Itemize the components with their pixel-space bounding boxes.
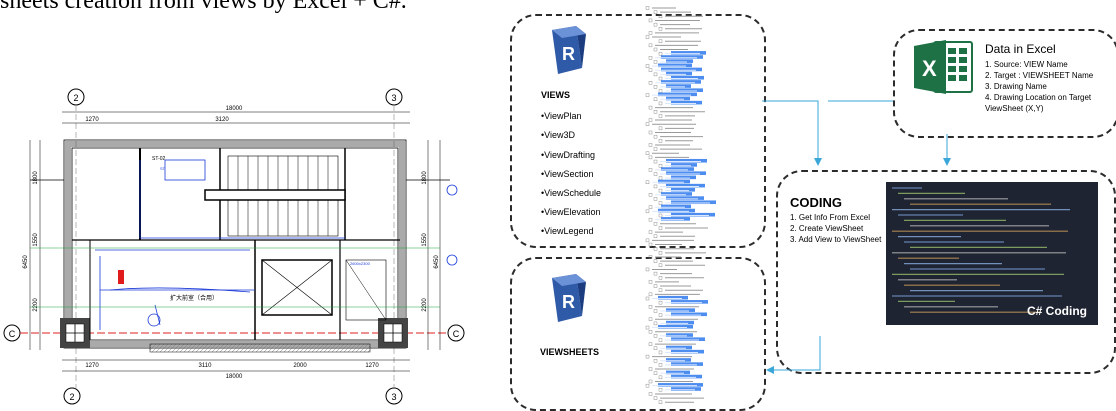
coding-step: 1. Get Info From Excel (790, 213, 870, 222)
excel-logo-icon: X (912, 38, 974, 96)
views-title: VIEWS (541, 90, 570, 100)
view-item: •ViewSchedule (541, 188, 601, 198)
room-label: 扩大前室（合用） (170, 294, 218, 302)
excel-line: 1. Source: VIEW Name (985, 60, 1068, 69)
dim-left-4: 2200 (33, 298, 39, 312)
dim-bottom-3: 2000 (293, 363, 307, 369)
dim-left-2: 6450 (23, 255, 29, 269)
view-item: •ViewElevation (541, 207, 601, 217)
svg-text:R: R (562, 292, 575, 312)
dim-overall-top: 18000 (226, 106, 243, 112)
dim-right-1: 1800 (422, 171, 428, 185)
dim-bottom-1: 1270 (85, 363, 99, 369)
excel-line: ViewSheet (X,Y) (985, 104, 1044, 113)
dim-top-2: 3120 (215, 117, 229, 123)
coding-step: 3. Add View to ViewSheet (790, 235, 881, 244)
view-item: •ViewDrafting (541, 150, 595, 160)
viewsheets-title: VIEWSHEETS (540, 347, 599, 357)
connector-views-to-coding (762, 101, 818, 164)
room-tag: ST-02 (152, 156, 166, 162)
dim-right-3: 1550 (422, 233, 428, 247)
view-item: •ViewSection (541, 169, 594, 179)
grid-label-c-left: C (9, 329, 16, 339)
dim-left-1: 1800 (33, 171, 39, 185)
dim-left-3: 1550 (33, 233, 39, 247)
svg-text:R: R (562, 44, 575, 64)
svg-text:2600x2300: 2600x2300 (350, 261, 371, 266)
code-label: C# Coding (1027, 304, 1087, 318)
dim-right-2: 6450 (434, 255, 440, 269)
dim-bottom-4: 1270 (365, 363, 379, 369)
project-browser-tree (636, 0, 756, 407)
caption: sheets creation from views by Excel + C#… (0, 0, 407, 15)
excel-line: 2. Target : VIEWSHEET Name (985, 71, 1093, 80)
grid-label-c-right: C (453, 329, 460, 339)
revit-logo-icon: R (542, 24, 590, 76)
dim-right-4: 2200 (422, 298, 428, 312)
grid-label-top-right: 3 (391, 93, 396, 103)
excel-title: Data in Excel (985, 42, 1056, 56)
dim-bottom-2: 3110 (199, 363, 213, 369)
dim-overall-bottom: 18000 (226, 374, 243, 380)
coding-step: 2. Create ViewSheet (790, 224, 863, 233)
excel-line: 4. Drawing Location on Target (985, 93, 1091, 102)
view-item: •View3D (541, 130, 575, 140)
excel-line: 3. Drawing Name (985, 82, 1047, 91)
grid-label-bottom-right: 3 (391, 392, 396, 402)
svg-text:ST: ST (160, 166, 166, 171)
svg-text:X: X (922, 56, 937, 81)
view-item: •ViewPlan (541, 111, 582, 121)
revit-logo-icon: R (542, 272, 590, 324)
dim-top-1: 1270 (85, 117, 99, 123)
view-item: •ViewLegend (541, 226, 594, 236)
coding-title: CODING (790, 195, 842, 210)
floor-plan-drawing: 2 3 2 3 C C 18000 1270 3120 1270 3110 20… (0, 60, 480, 407)
grid-label-bottom-left: 2 (69, 392, 74, 402)
grid-label-top-left: 2 (73, 93, 78, 103)
